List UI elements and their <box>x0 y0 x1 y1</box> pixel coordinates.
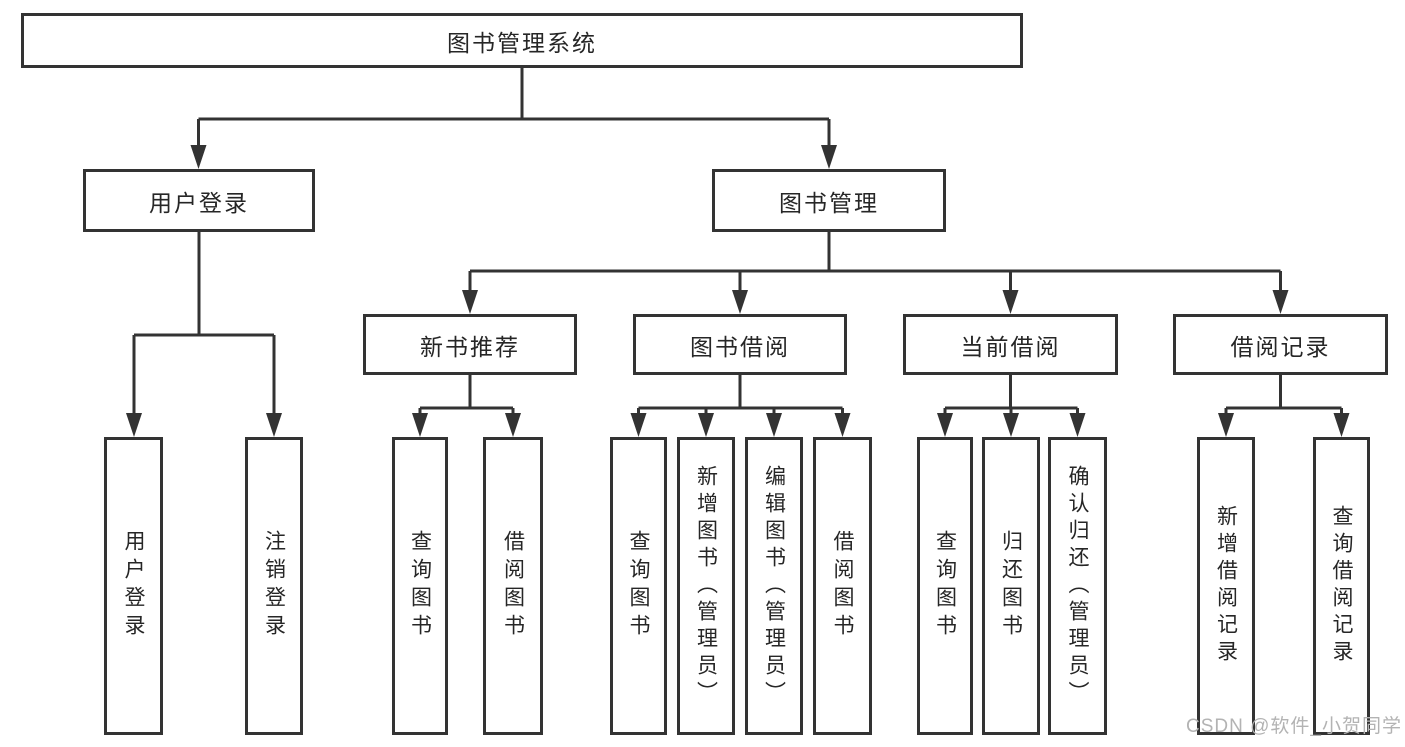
leaf-add-books-admin: 新增图书（管理员） <box>677 437 735 735</box>
node-new-book-recommendation: 新书推荐 <box>363 314 577 375</box>
leaf-borrow-books: 借阅图书 <box>813 437 872 735</box>
node-book-management: 图书管理 <box>712 169 946 232</box>
leaf-add-borrow-record: 新增借阅记录 <box>1197 437 1255 735</box>
leaf-query-books-current: 查询图书 <box>917 437 973 735</box>
node-root-library-system: 图书管理系统 <box>21 13 1023 68</box>
node-book-borrowing: 图书借阅 <box>633 314 847 375</box>
leaf-borrow-books-recommend: 借阅图书 <box>483 437 543 735</box>
node-borrowing-records: 借阅记录 <box>1173 314 1388 375</box>
leaf-query-books-borrow: 查询图书 <box>610 437 667 735</box>
leaf-query-books-recommend: 查询图书 <box>392 437 448 735</box>
node-user-login: 用户登录 <box>83 169 315 232</box>
leaf-user-login: 用户登录 <box>104 437 163 735</box>
leaf-return-books: 归还图书 <box>982 437 1040 735</box>
leaf-edit-books-admin: 编辑图书（管理员） <box>745 437 803 735</box>
arrowheads <box>126 145 1350 437</box>
node-current-borrowing: 当前借阅 <box>903 314 1118 375</box>
leaf-logout: 注销登录 <box>245 437 303 735</box>
leaf-confirm-return-admin: 确认归还（管理员） <box>1048 437 1107 735</box>
csdn-watermark: CSDN @软件_小贺同学 <box>1186 716 1402 737</box>
leaf-query-borrow-record: 查询借阅记录 <box>1313 437 1370 735</box>
